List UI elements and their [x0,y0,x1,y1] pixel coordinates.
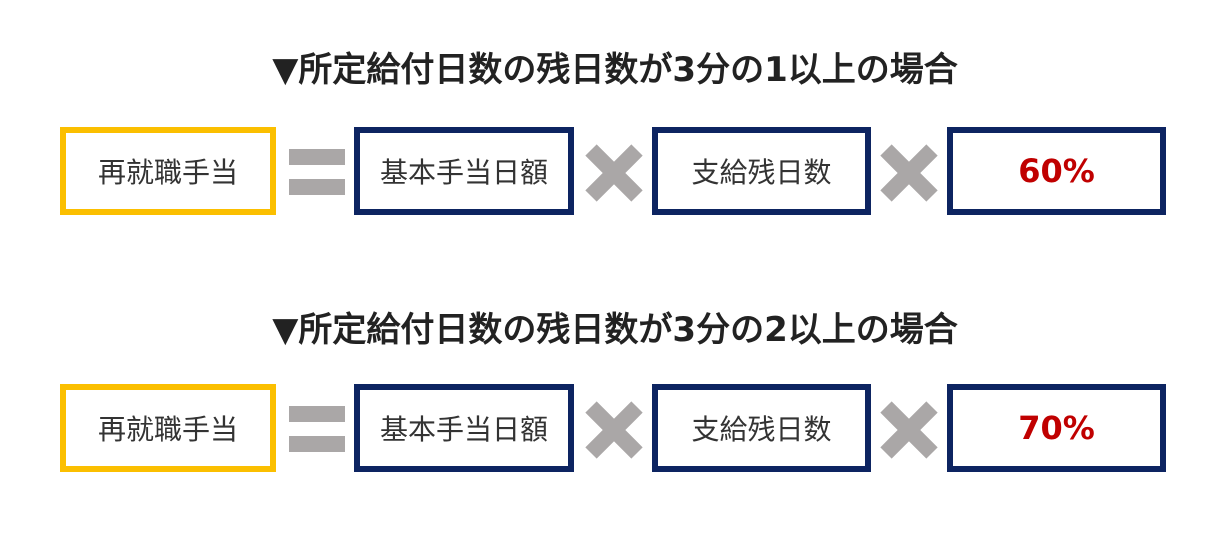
remaining-days-box: 支給残日数 [652,127,871,215]
result-box: 再就職手当 [60,127,276,215]
equals-icon [289,149,345,209]
equals-icon [289,406,345,466]
base-amount-box: 基本手当日額 [354,127,574,215]
multiply-icon [585,401,643,459]
base-amount-box: 基本手当日額 [354,384,574,472]
multiply-icon [880,401,938,459]
row-title: ▼所定給付日数の残日数が3分の2以上の場合 [272,310,958,350]
remaining-days-box: 支給残日数 [652,384,871,472]
multiply-icon [585,144,643,202]
result-box: 再就職手当 [60,384,276,472]
rate-box: 60% [947,127,1166,215]
multiply-icon [880,144,938,202]
rate-box: 70% [947,384,1166,472]
row-title: ▼所定給付日数の残日数が3分の1以上の場合 [272,50,958,90]
